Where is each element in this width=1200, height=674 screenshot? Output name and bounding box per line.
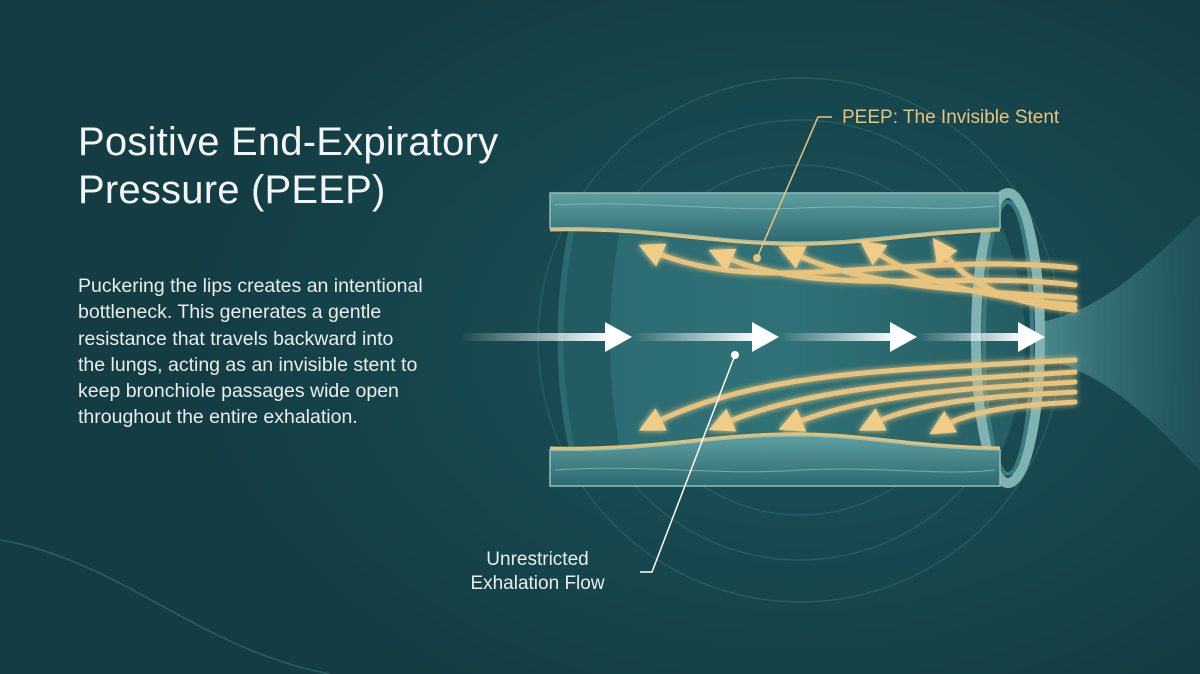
flow-callout-leader: [640, 351, 739, 573]
background-curve: [0, 539, 331, 674]
flow-arrow-1: [460, 322, 632, 352]
flow-arrow-2: [632, 322, 779, 352]
backpressure-arrows-upper: [638, 237, 1078, 313]
description-text: Puckering the lips creates an intentiona…: [78, 275, 423, 429]
exit-plume: [1040, 215, 1200, 470]
title-line-1: Positive End-Expiratory: [78, 120, 499, 164]
exhalation-flow-label: Unrestricted Exhalation Flow: [440, 548, 635, 596]
peep-label: PEEP: The Invisible Stent: [842, 107, 1060, 128]
title-line-2: Pressure (PEEP): [78, 168, 386, 212]
flow-label-line-1: Unrestricted: [486, 549, 589, 570]
peep-callout-leader: [753, 116, 832, 262]
flow-label-line-2: Exhalation Flow: [470, 573, 605, 594]
flow-arrow-3: [779, 322, 917, 352]
flow-arrow-4: [917, 322, 1045, 352]
page-title: Positive End-Expiratory Pressure (PEEP): [78, 118, 598, 214]
lower-airway-wall: [549, 432, 1001, 487]
exhalation-flow-arrows: [460, 322, 1045, 352]
backpressure-arrows-lower: [638, 357, 1078, 435]
